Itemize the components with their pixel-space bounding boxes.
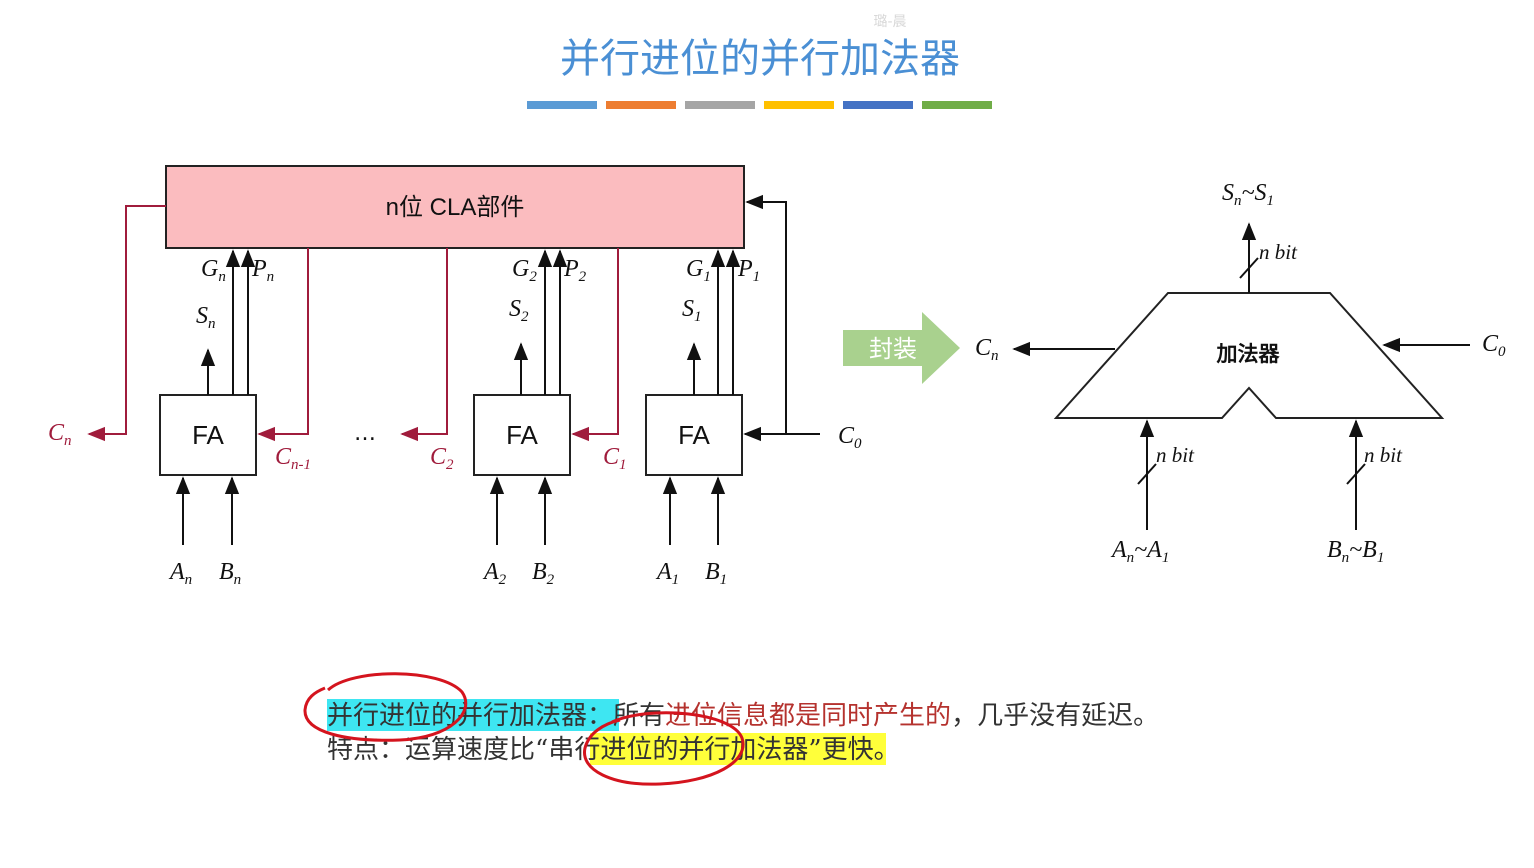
carry-cn1-line <box>257 248 309 442</box>
carry-out-label: Cn <box>975 335 999 364</box>
c0-feed-arrow <box>745 194 787 434</box>
description-line-1: 并行进位的并行加法器：所有进位信息都是同时产生的，几乎没有延迟。 <box>327 701 1159 731</box>
input-b-label: Bn~B1 <box>1327 537 1384 566</box>
title-color-segment <box>527 101 597 109</box>
label-c0: C0 <box>838 423 862 452</box>
title-color-segment <box>843 101 913 109</box>
sum-output-label: Sn~S1 <box>1222 180 1274 209</box>
cla-unit-block <box>165 165 745 249</box>
label-p1: P1 <box>737 256 760 285</box>
adder-block-diagram: 加法器 n bit Sn~S1 n bit An~A1 n bit Bn~B1 … <box>975 180 1506 566</box>
input-a-nbit-label: n bit <box>1156 443 1195 467</box>
annotation-circle-2 <box>583 711 745 786</box>
sum-nbit-label: n bit <box>1259 240 1298 264</box>
label-a1: A1 <box>655 559 679 588</box>
input-b-nbit-label: n bit <box>1364 443 1403 467</box>
carry-c2-line <box>400 248 448 442</box>
label-c2: C2 <box>430 444 454 473</box>
carry-c1-line <box>571 248 619 442</box>
label-b2: B2 <box>532 559 555 588</box>
label-sn: Sn <box>196 303 216 332</box>
input-a-label: An~A1 <box>1110 537 1169 566</box>
carry-in-label: C0 <box>1482 331 1506 360</box>
cla-unit-label: n位 CLA部件 <box>386 194 525 221</box>
title-color-segment <box>606 101 676 109</box>
title-color-segment <box>764 101 834 109</box>
pack-arrow: 封装 <box>843 312 960 384</box>
title-color-bar <box>527 101 992 109</box>
label-cn: Cn <box>48 420 72 449</box>
label-bn: Bn <box>219 559 241 588</box>
slide-title: 并行进位的并行加法器 <box>560 36 960 82</box>
annotation-circle-1 <box>303 672 468 742</box>
parallel-carry-circuit: n位 CLA部件 FA FA FA … <box>48 165 862 588</box>
label-cn1: Cn-1 <box>275 444 311 473</box>
fa-block-n <box>159 394 257 476</box>
carry-cn-line <box>87 205 166 442</box>
term-parallel-carry-adder: 并行进位的并行加法器 <box>327 701 587 731</box>
label-gn: Gn <box>201 256 226 285</box>
adder-trapezoid <box>1053 292 1445 419</box>
label-s1: S1 <box>682 296 702 325</box>
ellipsis: … <box>354 421 376 446</box>
label-c1: C1 <box>603 444 627 473</box>
label-b1: B1 <box>705 559 727 588</box>
label-p2: P2 <box>563 256 587 285</box>
label-g1: G1 <box>686 256 711 285</box>
pack-arrow-label: 封装 <box>869 335 917 363</box>
description-block: 并行进位的并行加法器：所有进位信息都是同时产生的，几乎没有延迟。 特点：运算速度… <box>303 672 1159 786</box>
title-color-segment <box>922 101 992 109</box>
fa-block-n-label: FA <box>192 420 224 450</box>
input-b-bus-slash <box>1346 463 1366 485</box>
fa-block-1 <box>645 394 743 476</box>
input-a-bus-slash <box>1137 463 1157 485</box>
fa-block-2-label: FA <box>506 420 538 450</box>
label-an: An <box>168 559 192 588</box>
adder-label: 加法器 <box>1216 342 1281 366</box>
term-serial-carry-adder: 串行进位的并行加法器 <box>548 735 808 765</box>
sum-bus-slash <box>1239 257 1259 279</box>
label-pn: Pn <box>251 256 274 285</box>
watermark-text: 璐-晨 <box>873 14 906 30</box>
highlight-parallel-carry <box>327 699 619 731</box>
label-s2: S2 <box>509 296 529 325</box>
pack-arrow-shape <box>843 312 960 384</box>
label-a2: A2 <box>482 559 507 588</box>
fa-block-1-label: FA <box>678 420 710 450</box>
title-color-segment <box>685 101 755 109</box>
label-g2: G2 <box>512 256 537 285</box>
